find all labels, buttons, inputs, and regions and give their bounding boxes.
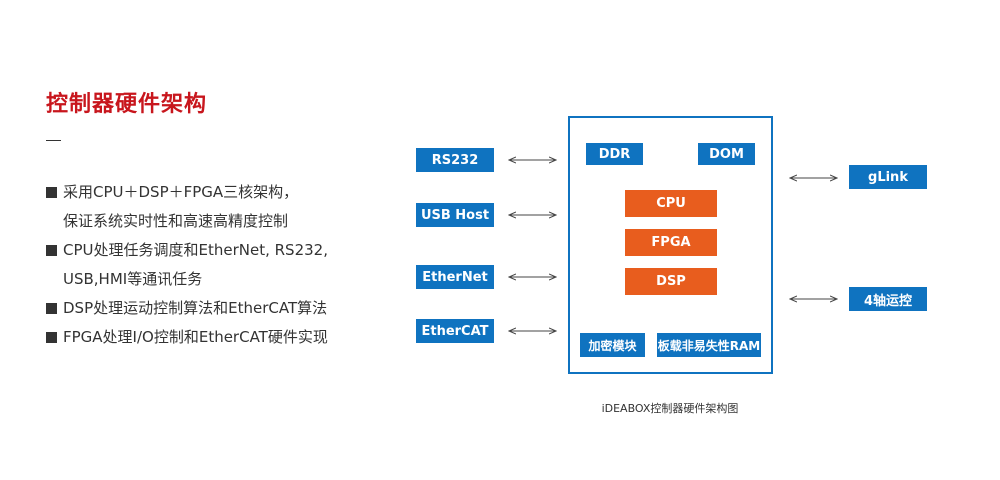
feature-text: USB,HMI等通讯任务: [63, 270, 203, 288]
title-underline-dash: [46, 140, 61, 141]
feature-text: 采用CPU＋DSP＋FPGA三核架构，: [63, 183, 299, 201]
memory-ddr: DDR: [586, 143, 643, 165]
bullet-square-icon: [46, 245, 57, 256]
feature-item-architecture-cont: 保证系统实时性和高速高精度控制: [46, 207, 386, 236]
feature-text: DSP处理运动控制算法和EtherCAT算法: [63, 299, 328, 317]
port-ethercat: EtherCAT: [416, 319, 494, 343]
bullet-square-icon: [46, 303, 57, 314]
port-4axis-motion: 4轴运控: [849, 287, 927, 311]
feature-text: 保证系统实时性和高速高精度控制: [63, 212, 289, 230]
feature-text: CPU处理任务调度和EtherNet, RS232,: [63, 241, 328, 259]
port-rs232: RS232: [416, 148, 494, 172]
feature-text: FPGA处理I/O控制和EtherCAT硬件实现: [63, 328, 328, 346]
port-glink: gLink: [849, 165, 927, 189]
feature-item-dsp: DSP处理运动控制算法和EtherCAT算法: [46, 294, 386, 323]
feature-item-architecture: 采用CPU＋DSP＋FPGA三核架构，: [46, 178, 386, 207]
processor-fpga: FPGA: [625, 229, 717, 256]
section-title: 控制器硬件架构: [46, 92, 208, 117]
memory-dom: DOM: [698, 143, 755, 165]
bullet-square-icon: [46, 187, 57, 198]
controller-core-box: [568, 116, 773, 374]
module-encryption: 加密模块: [580, 333, 645, 357]
feature-item-cpu-cont: USB,HMI等通讯任务: [46, 265, 386, 294]
feature-item-cpu: CPU处理任务调度和EtherNet, RS232,: [46, 236, 386, 265]
feature-item-fpga: FPGA处理I/O控制和EtherCAT硬件实现: [46, 323, 386, 352]
processor-dsp: DSP: [625, 268, 717, 295]
port-ethernet: EtherNet: [416, 265, 494, 289]
processor-cpu: CPU: [625, 190, 717, 217]
diagram-caption: iDEABOX控制器硬件架构图: [601, 402, 739, 415]
module-nonvolatile-ram: 板载非易失性RAM: [657, 333, 761, 357]
bullet-square-icon: [46, 332, 57, 343]
port-usb-host: USB Host: [416, 203, 494, 227]
feature-list: 采用CPU＋DSP＋FPGA三核架构， 保证系统实时性和高速高精度控制 CPU处…: [46, 178, 386, 352]
